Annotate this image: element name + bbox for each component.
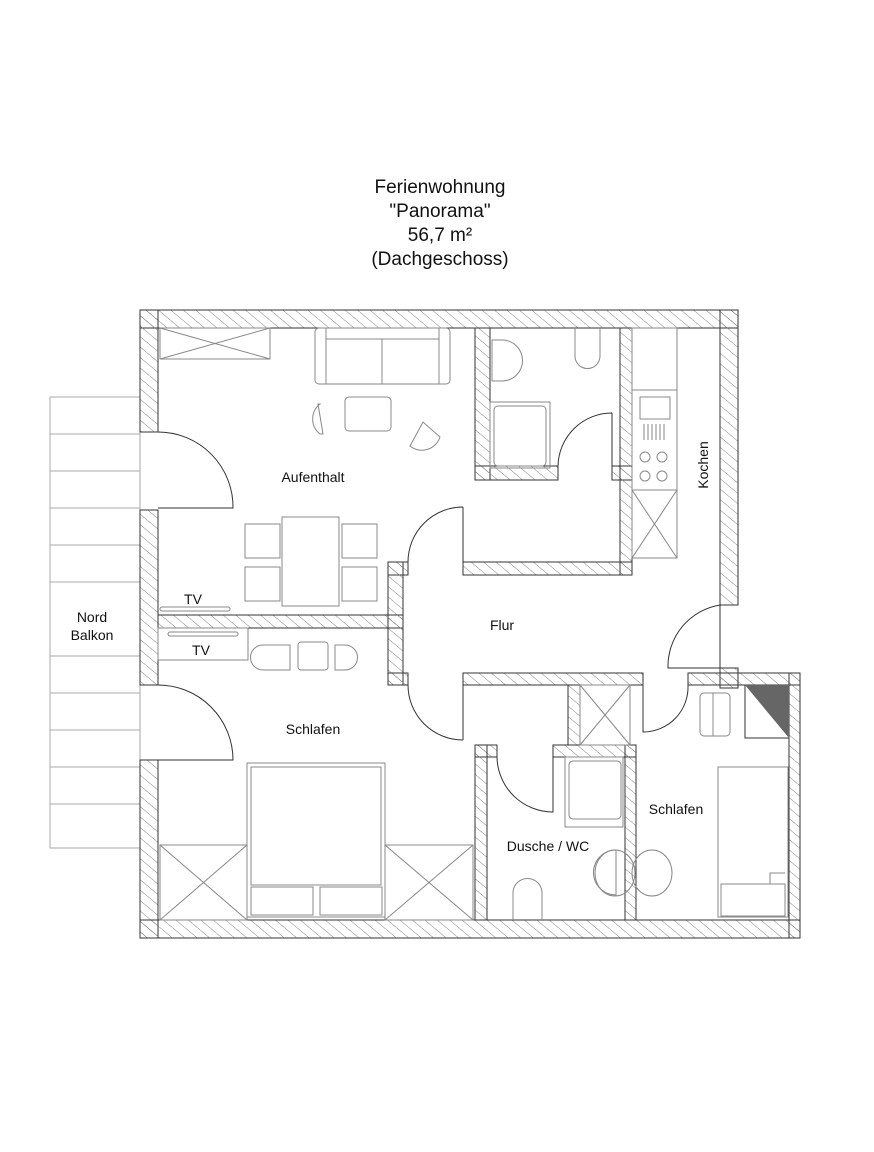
title-line-1: Ferienwohnung [374, 177, 506, 198]
sink-upper [491, 339, 523, 382]
title-line-4-floor: (Dachgeschoss) [371, 249, 509, 270]
double-bed [246, 762, 386, 918]
armchair-right [409, 421, 441, 451]
room-label-hall: Flur [490, 617, 514, 633]
bedroom-stools [250, 641, 358, 671]
shower-lower [564, 756, 624, 828]
door-entrance [667, 604, 721, 669]
room-label-bedroom-small: Schlafen [649, 801, 703, 817]
door-bath-upper [557, 412, 613, 467]
toilet-lower [512, 878, 543, 920]
desk-chair [699, 692, 731, 737]
single-bed [717, 766, 789, 918]
furniture [157, 327, 790, 921]
door-balcony-bedroom [157, 684, 234, 761]
shower-upper [489, 401, 551, 469]
door-balcony-living [157, 431, 234, 509]
sofa [314, 327, 451, 385]
door-living [407, 506, 464, 563]
tv-label-bedroom: TV [192, 642, 211, 658]
title-line-3-area: 56,7 m² [407, 225, 473, 246]
tv-bedroom-stand [167, 631, 239, 637]
door-bathroom [496, 756, 554, 813]
wardrobe-bed-right [384, 844, 474, 921]
closet-hall [579, 684, 631, 746]
tv-label-living: TV [184, 591, 203, 607]
coffee-table [344, 396, 392, 432]
doors [157, 412, 721, 813]
dining-table [281, 516, 340, 607]
wardrobe-living [159, 327, 271, 360]
balcony-label-1: Nord [77, 609, 107, 625]
toilet-upper [574, 328, 601, 369]
room-label-bedroom-main: Schlafen [286, 721, 340, 737]
balcony-label-2: Balkon [71, 627, 114, 643]
title-line-2: "Panorama" [389, 201, 491, 222]
room-label-living: Aufenthalt [281, 469, 344, 485]
tv-living-stand [159, 606, 231, 612]
room-label-kitchen: Kochen [695, 441, 711, 488]
tv-cabinet [157, 627, 249, 661]
room-label-bathroom: Dusche / WC [507, 838, 589, 854]
plan-title: Ferienwohnung "Panorama" 56,7 m² (Dachge… [0, 176, 874, 272]
walls [139, 309, 801, 939]
chimney-icon [744, 684, 790, 739]
wardrobe-bed-left [159, 844, 248, 921]
kitchen-counter [631, 327, 678, 559]
dining-chairs [244, 523, 378, 602]
armchair-left [312, 403, 324, 435]
sink-bedroom [631, 849, 673, 897]
door-bedroom-main [407, 684, 464, 741]
sink-lower-bath [593, 849, 636, 897]
door-bedroom-small [642, 684, 689, 733]
